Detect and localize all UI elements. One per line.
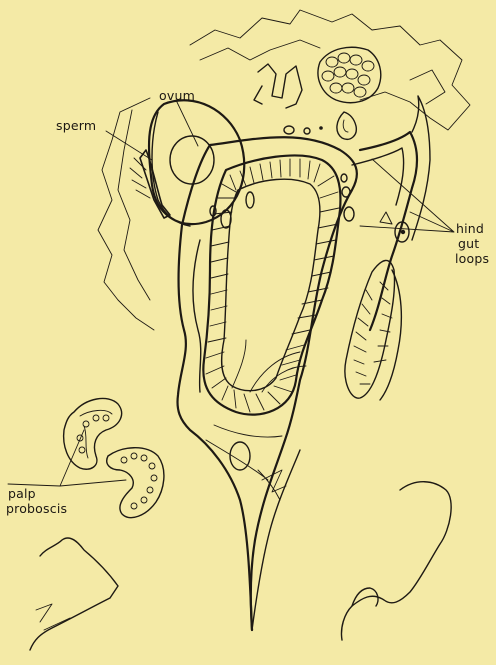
folded-tissue xyxy=(254,64,302,108)
proboscis-cells xyxy=(121,453,157,509)
outer-tissue-left-2 xyxy=(118,110,150,300)
hind-gut-loop-3 xyxy=(341,174,347,182)
drop-organ xyxy=(337,112,356,139)
body-inner-left xyxy=(193,240,201,392)
small-sac-1 xyxy=(284,126,294,134)
small-sac-3 xyxy=(319,126,323,130)
small-sac-2 xyxy=(304,128,310,134)
sperm-mass xyxy=(140,150,170,218)
hind-gut-right xyxy=(412,96,430,240)
striated-organ-lines xyxy=(354,282,392,384)
hind-gut-loops-label-line3: loops xyxy=(455,252,489,265)
lower-body-tissue xyxy=(206,425,286,500)
outer-tissue-left xyxy=(98,98,154,330)
sperm-label: sperm xyxy=(56,119,96,132)
hind-gut-loop-2 xyxy=(342,187,350,197)
ovum-leader xyxy=(176,100,198,146)
palp xyxy=(64,398,122,469)
sperm-leader xyxy=(106,131,152,160)
drop-organ-inner xyxy=(343,120,348,132)
bottom-left-fragment xyxy=(30,538,118,650)
hind-gut-tube-inner xyxy=(352,148,404,205)
upper-organ-cells xyxy=(322,53,374,97)
outer-tissue-outline-2 xyxy=(200,40,445,104)
bottom-right-fragment xyxy=(341,482,451,640)
small-oval-3 xyxy=(246,192,254,208)
palp-proboscis-leader xyxy=(8,430,126,486)
hind-gut-loops-label-line2: gut xyxy=(458,237,479,250)
proboscis-label: proboscis xyxy=(6,502,67,515)
ovum xyxy=(170,136,214,184)
hind-gut-loops-label-line1: hind xyxy=(456,222,484,235)
outer-tissue-outline xyxy=(190,10,470,130)
tail-tip xyxy=(252,450,300,630)
hind-gut-leader xyxy=(360,159,454,232)
ovum-label: ovum xyxy=(159,89,195,102)
hind-gut-arrow xyxy=(380,212,392,224)
hind-gut-loop-1 xyxy=(344,207,354,221)
hind-gut-dot xyxy=(401,230,405,234)
bottom-left-fragment-2 xyxy=(36,604,70,630)
palp-label: palp xyxy=(8,487,36,500)
